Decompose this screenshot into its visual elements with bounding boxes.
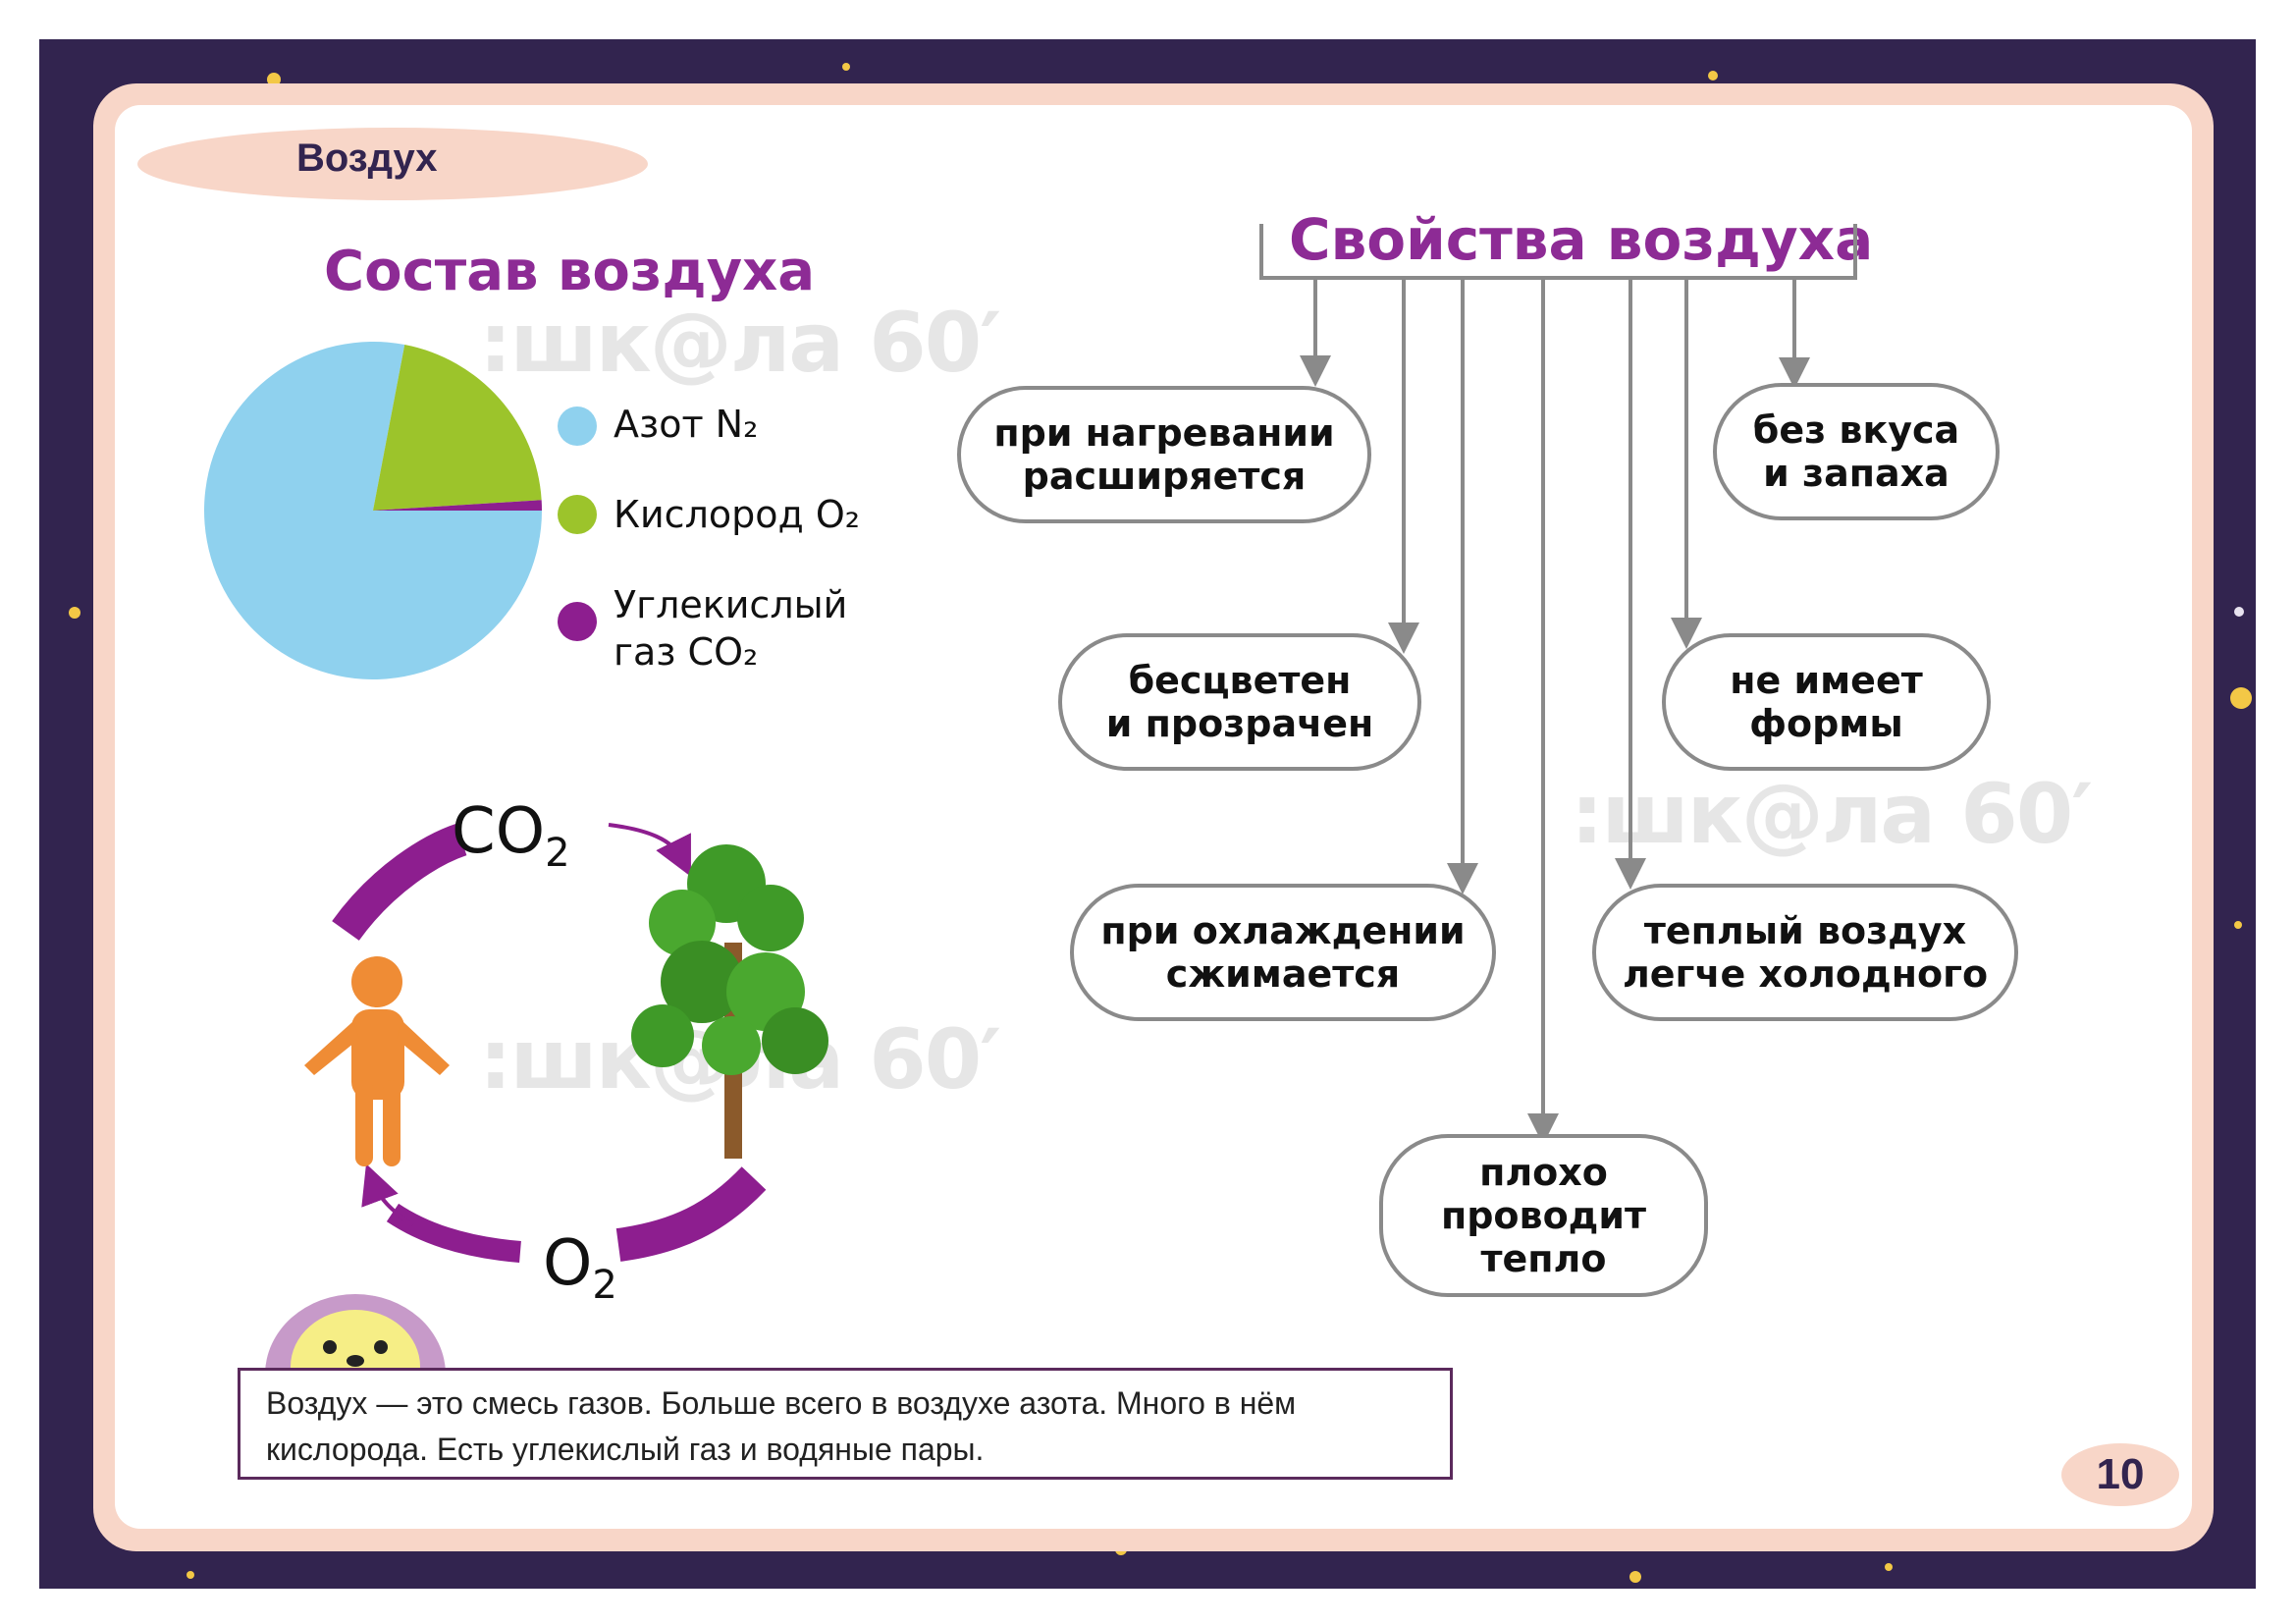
topic-tag-label: Воздух bbox=[296, 136, 438, 180]
property-poor-heat-conductor: плохо проводит тепло bbox=[1379, 1134, 1708, 1297]
star-icon bbox=[842, 63, 850, 71]
property-warm-air-lighter: теплый воздух легче холодного bbox=[1592, 884, 2018, 1021]
star-icon bbox=[267, 73, 281, 86]
star-icon bbox=[2234, 921, 2242, 929]
watermark: :шк@ла 60′ bbox=[479, 295, 1001, 391]
person-icon bbox=[304, 956, 450, 1166]
hedgehog-icon bbox=[265, 1294, 446, 1384]
property-expands-when-heated: при нагревании расширяется bbox=[957, 386, 1371, 523]
property-has-no-shape: не имеет формы bbox=[1662, 633, 1991, 771]
tree-icon bbox=[631, 844, 828, 1159]
properties-title: Свойства воздуха bbox=[1289, 206, 1874, 273]
o2-label: O2 bbox=[543, 1227, 617, 1308]
legend-label-nitrogen: Азот N₂ bbox=[614, 403, 759, 446]
co2-label: CO2 bbox=[452, 795, 570, 876]
star-icon bbox=[1885, 1563, 1893, 1571]
page-number-badge bbox=[2061, 1443, 2179, 1506]
cycle-arc-bottom bbox=[615, 1166, 767, 1262]
legend-dot-nitrogen bbox=[558, 406, 597, 446]
legend-dot-oxygen bbox=[558, 495, 597, 534]
summary-note: Воздух — это смесь газов. Больше всего в… bbox=[238, 1368, 1453, 1480]
watermark: :шк@ла 60′ bbox=[1571, 766, 2093, 862]
star-icon bbox=[1629, 1571, 1641, 1583]
pie-slice-carbon-dioxide bbox=[373, 500, 542, 511]
star-icon bbox=[2230, 687, 2252, 709]
pie-slice-oxygen bbox=[373, 345, 542, 511]
card-body bbox=[115, 105, 2192, 1529]
property-colorless-transparent: бесцветен и прозрачен bbox=[1058, 633, 1421, 771]
composition-pie-chart bbox=[203, 342, 542, 679]
legend-label-oxygen: Кислород O₂ bbox=[614, 493, 860, 536]
pie-slice-nitrogen bbox=[203, 342, 542, 679]
o2-arrow-icon bbox=[361, 1164, 414, 1227]
star-icon bbox=[2234, 607, 2244, 617]
page-number: 10 bbox=[2096, 1450, 2145, 1498]
topic-tag bbox=[137, 128, 648, 200]
star-icon bbox=[69, 607, 80, 619]
cycle-arc-top bbox=[332, 823, 467, 942]
property-tasteless-odorless: без вкуса и запаха bbox=[1713, 383, 2000, 520]
star-icon bbox=[187, 1571, 194, 1579]
legend-dot-carbon-dioxide bbox=[558, 602, 597, 641]
legend-label-carbon-dioxide: Углекислый газ CO₂ bbox=[614, 583, 848, 674]
co2-arrow-icon bbox=[608, 823, 691, 877]
gas-exchange-cycle bbox=[304, 823, 828, 1263]
property-contracts-when-cooled: при охлаждении сжимается bbox=[1070, 884, 1496, 1021]
composition-title: Состав воздуха bbox=[324, 240, 816, 303]
star-icon bbox=[1708, 71, 1718, 81]
